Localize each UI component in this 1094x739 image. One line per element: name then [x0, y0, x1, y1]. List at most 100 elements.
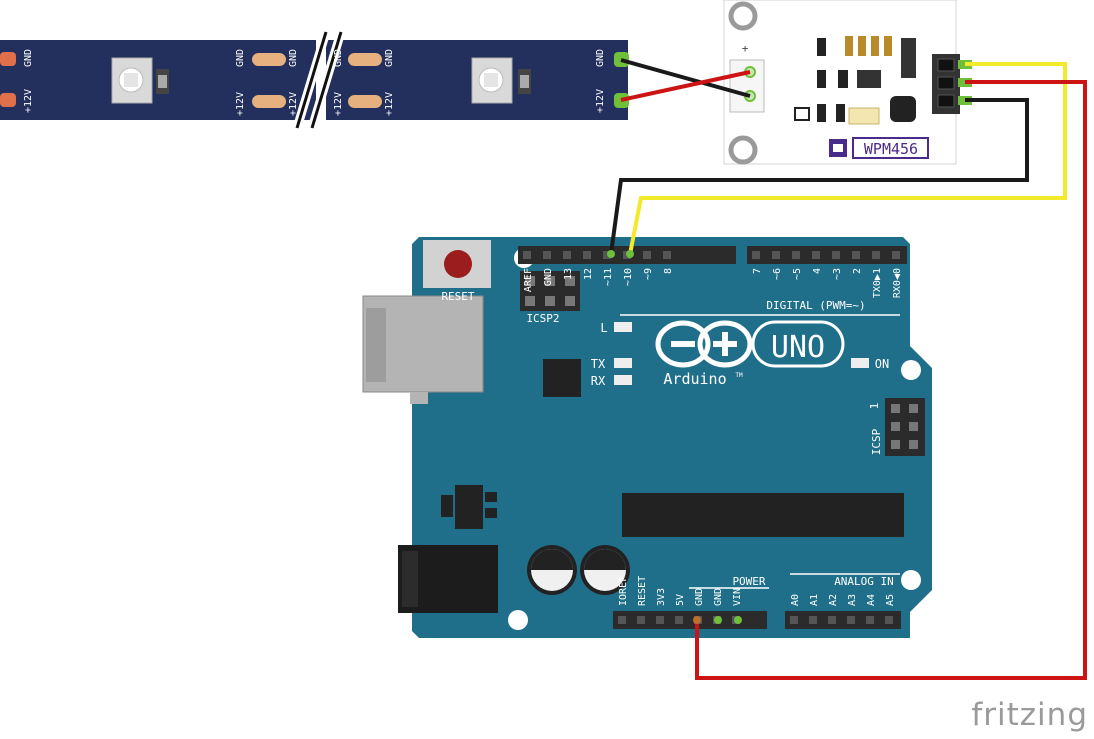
reset-label: RESET — [441, 290, 474, 303]
pin-label: ~5 — [792, 268, 803, 280]
icsp-label: ICSP — [870, 428, 883, 455]
header-pin-hole — [790, 616, 798, 624]
header-pin-hole — [866, 616, 874, 624]
wire-strip-gnd — [620, 58, 751, 98]
svg-text:GND: GND — [595, 49, 606, 67]
pin-label: RX0◀0 — [892, 268, 903, 298]
pin-label: A0 — [790, 594, 801, 606]
board-brand: Arduino — [663, 370, 726, 388]
led-l-label: L — [600, 321, 607, 335]
header-pin-hole — [892, 251, 900, 259]
led-tx-label: TX — [591, 357, 606, 371]
pin-label: 12 — [583, 268, 594, 280]
header-pin-hole — [523, 251, 531, 259]
icsp-pin1-label: 1 — [868, 403, 881, 410]
pin-label: GND — [713, 588, 724, 606]
pin-label: ~6 — [772, 268, 783, 280]
pin-label: ~3 — [832, 268, 843, 280]
header-pin-hole — [847, 616, 855, 624]
pin-label: A1 — [809, 594, 820, 606]
analog-header — [785, 611, 901, 629]
svg-text:GND: GND — [288, 49, 299, 67]
wire-strip-12v — [620, 70, 751, 102]
led-l — [614, 322, 632, 332]
header-pin-hole — [663, 251, 671, 259]
header-pin-hole — [603, 251, 611, 259]
digital-label: DIGITAL (PWM=~) — [766, 299, 865, 312]
strip-12v-label: +12V — [23, 89, 34, 113]
module-plus-label: + — [742, 42, 749, 55]
pin-label: 7 — [752, 268, 763, 274]
pin-label: ~10 — [623, 268, 634, 286]
svg-text:GND: GND — [235, 49, 246, 67]
header-pin-hole — [618, 616, 626, 624]
header-pin-hole — [852, 251, 860, 259]
wire-5v-red — [695, 80, 1087, 680]
pin-label: GND — [694, 588, 705, 606]
svg-text:+12V: +12V — [384, 92, 395, 116]
pin-label: GND — [543, 268, 554, 286]
board-name: UNO — [771, 330, 825, 365]
pin-label: A2 — [828, 594, 839, 606]
header-pin-hole — [772, 251, 780, 259]
wire-data-yellow — [628, 62, 1067, 255]
pin-label: IOREF — [618, 576, 629, 606]
header-pin-hole — [563, 251, 571, 259]
header-pin-hole — [752, 251, 760, 259]
led-strip: GND +12V GND +12V GND +12V GND +12V GND … — [0, 30, 629, 130]
svg-text:GND: GND — [384, 49, 395, 67]
header-pin-hole — [643, 251, 651, 259]
pin-label: 4 — [812, 268, 823, 274]
header-pin-hole — [637, 616, 645, 624]
arduino-logo: UNO Arduino TM — [655, 320, 845, 388]
svg-text:+12V: +12V — [288, 92, 299, 116]
pin-label: 3V3 — [656, 588, 667, 606]
icsp2-label: ICSP2 — [526, 312, 559, 325]
svg-text:GND: GND — [333, 49, 344, 67]
wires — [607, 58, 1087, 680]
header-pin-hole — [792, 251, 800, 259]
pin-label: ~11 — [603, 268, 614, 286]
led-on-label: ON — [875, 357, 889, 371]
wpm456-module: + WPM456 — [723, 0, 972, 165]
header-pin-hole — [583, 251, 591, 259]
pin-label: A5 — [885, 594, 896, 606]
pin-label: A4 — [866, 594, 877, 606]
pin-label: AREF — [523, 268, 534, 292]
icsp2-header: ICSP2 — [520, 271, 580, 325]
wire-gnd-black — [609, 98, 1029, 255]
svg-text:+12V: +12V — [333, 92, 344, 116]
led-tx — [614, 358, 632, 368]
pin-label: 13 — [563, 268, 574, 280]
pin-label: RESET — [637, 576, 648, 606]
led-on — [851, 358, 869, 368]
header-pin-hole — [543, 251, 551, 259]
pin-label: VIN — [732, 588, 743, 606]
pin-label: ~9 — [643, 268, 654, 280]
microcontroller-chip — [622, 493, 904, 537]
digital-header-right — [747, 246, 907, 264]
header-pin-hole — [656, 616, 664, 624]
led-rx-label: RX — [591, 374, 606, 388]
header-pin-hole — [812, 251, 820, 259]
power-label: POWER — [732, 575, 765, 588]
fritzing-watermark: fritzing — [971, 697, 1088, 733]
pin-label: 2 — [852, 268, 863, 274]
svg-text:+12V: +12V — [595, 89, 606, 113]
pin-label: 8 — [663, 268, 674, 274]
led-rx — [614, 375, 632, 385]
header-pin-hole — [832, 251, 840, 259]
svg-text:+12V: +12V — [235, 92, 246, 116]
icsp-header: 1 ICSP — [868, 398, 925, 456]
header-pin-hole — [828, 616, 836, 624]
module-name: WPM456 — [864, 140, 918, 158]
header-pin-hole — [809, 616, 817, 624]
header-pin-hole — [872, 251, 880, 259]
header-pin-hole — [885, 616, 893, 624]
power-header — [613, 611, 767, 629]
board-tm: TM — [735, 372, 743, 379]
pin-label: A3 — [847, 594, 858, 606]
strip-gnd-label: GND — [23, 49, 34, 67]
